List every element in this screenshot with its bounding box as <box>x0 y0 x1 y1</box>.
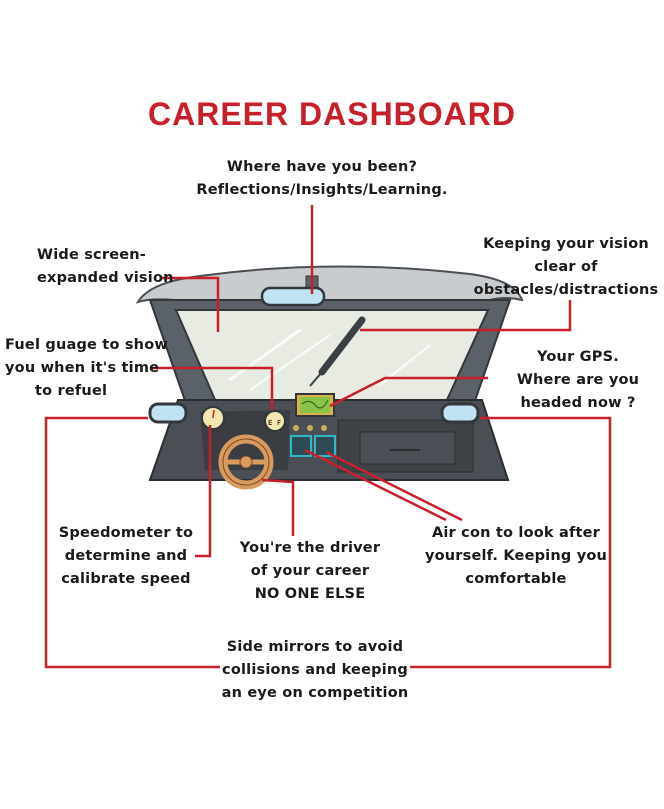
label-line: obstacles/distractions <box>473 282 659 298</box>
label-line: comfortable <box>465 571 567 587</box>
label-line: Where have you been? <box>226 159 418 175</box>
label-line: you when it's time <box>5 360 160 376</box>
label-line: headed now ? <box>520 395 636 411</box>
label-line: an eye on competition <box>221 685 409 701</box>
label-line: determine and <box>64 548 188 564</box>
fuel-full-mark: F <box>277 419 281 427</box>
wiper <box>318 316 366 376</box>
label-fuel-gauge: Fuel guage to show you when it's time to… <box>5 334 168 403</box>
page-title: CAREER DASHBOARD <box>147 96 517 132</box>
steering-wheel <box>218 434 274 490</box>
label-line: Speedometer to <box>58 525 194 541</box>
label-line: Side mirrors to avoid <box>226 639 404 655</box>
label-windscreen: Wide screen- expanded vision <box>37 244 174 290</box>
label-line: You're the driver <box>239 540 381 556</box>
label-line: Reflections/Insights/Learning. <box>196 182 448 198</box>
callout-lines <box>44 205 612 669</box>
label-line: Keeping your vision <box>483 236 649 252</box>
label-line: collisions and keeping <box>222 662 408 678</box>
label-line: Air con to look after <box>431 525 601 541</box>
label-line: calibrate speed <box>61 571 191 587</box>
label-line: Fuel guage to show <box>5 337 168 353</box>
glovebox <box>359 431 456 465</box>
fuel-empty-mark: E <box>268 419 272 427</box>
label-gps: Your GPS. Where are you headed now ? <box>517 346 639 415</box>
label-rear-mirror: Where have you been? Reflections/Insight… <box>196 156 447 202</box>
label-line: Your GPS. <box>537 349 619 365</box>
label-wiper: Keeping your vision clear of obstacles/d… <box>474 233 659 302</box>
label-steering-wheel: You're the driver of your career NO ONE … <box>240 537 380 606</box>
car-roof <box>135 265 524 304</box>
left-side-mirror <box>148 402 188 424</box>
label-line: yourself. Keeping you <box>424 548 608 564</box>
label-line: clear of <box>534 259 598 275</box>
right-side-mirror <box>440 402 480 424</box>
label-speedometer: Speedometer to determine and calibrate s… <box>59 522 193 591</box>
label-line: of your career <box>250 563 370 579</box>
label-line: Where are you <box>516 372 640 388</box>
label-aircon: Air con to look after yourself. Keeping … <box>425 522 607 591</box>
label-line: Wide screen- <box>37 247 147 263</box>
fuel-gauge <box>264 410 286 432</box>
rear-view-mirror <box>260 286 326 307</box>
air-vent-left <box>290 435 312 457</box>
air-vent-right <box>314 435 336 457</box>
label-line: to refuel <box>35 383 108 399</box>
label-line: NO ONE ELSE <box>254 586 366 602</box>
label-line: expanded vision <box>37 270 174 286</box>
label-side-mirrors: Side mirrors to avoid collisions and kee… <box>222 636 409 705</box>
